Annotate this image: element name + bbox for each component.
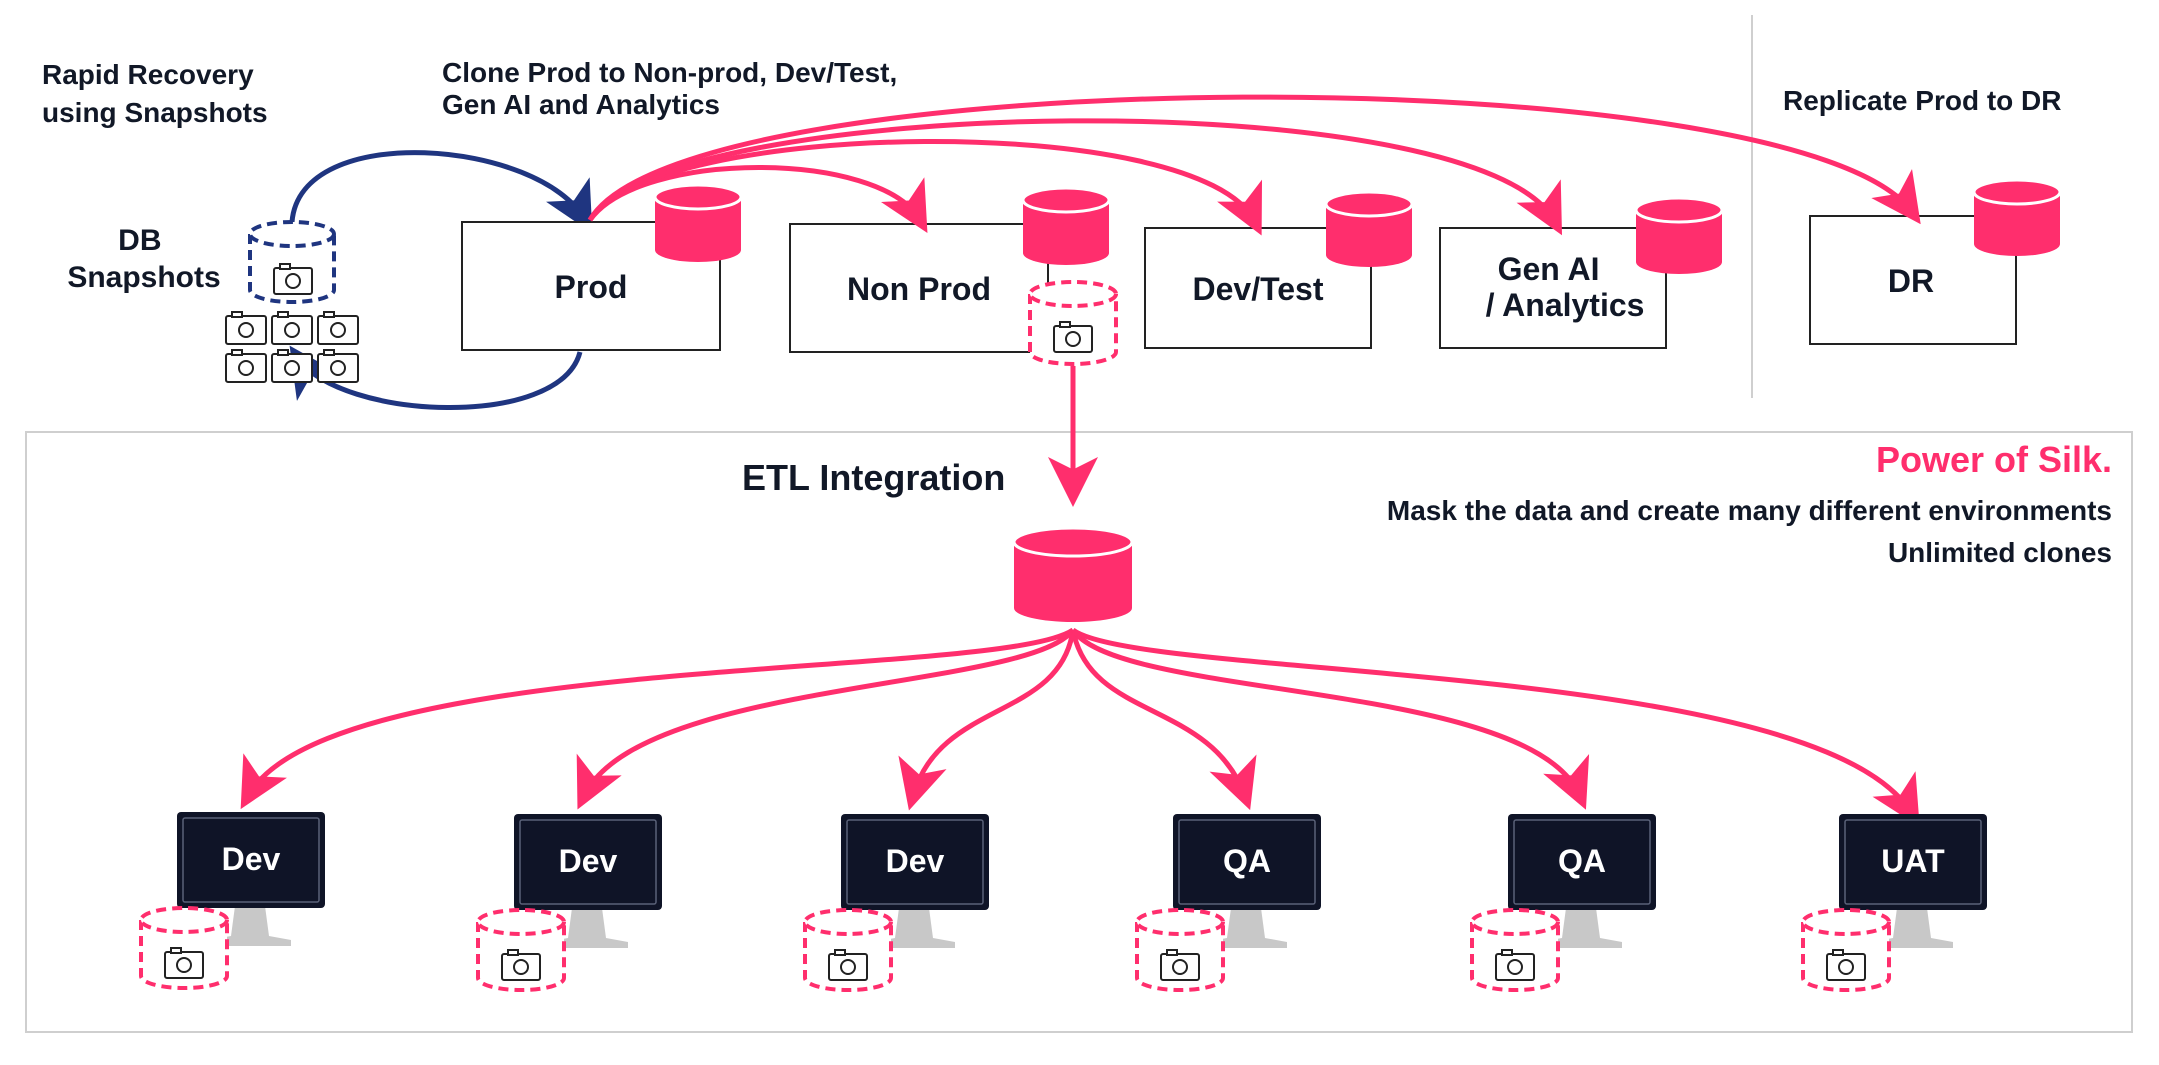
camera-icon: [1053, 321, 1093, 353]
monitor-icon: [1839, 814, 1987, 910]
monitor-label: Dev: [559, 843, 618, 879]
non-prod-snapshot-database-icon: [1028, 280, 1118, 366]
camera-icon: [828, 949, 868, 981]
clone-prod-note: Clone Prod to Non-prod, Dev/Test, Gen AI…: [442, 57, 905, 120]
prod-label: Prod: [555, 269, 628, 305]
monitor-bezel: [1844, 819, 1982, 905]
camera-icon: [1495, 949, 1535, 981]
monitor-icon: [841, 814, 989, 910]
monitor-bezel: [519, 819, 657, 905]
monitor-bezel: [846, 819, 984, 905]
monitor-icon: [177, 812, 325, 908]
snapshot-database-icon: [139, 906, 229, 990]
snapshot-database-icon: [1801, 908, 1891, 992]
dr-database-icon: [1972, 178, 2062, 256]
camera-icon: [501, 949, 541, 981]
snapshot-database-icon: [476, 908, 566, 992]
non-prod-label: Non Prod: [847, 271, 991, 307]
gen-ai-label: Gen AI / Analytics: [1486, 251, 1645, 323]
monitor-icon: [1173, 814, 1321, 910]
monitor-stand: [546, 908, 628, 948]
monitor-label: UAT: [1881, 843, 1945, 879]
camera-icon: [1826, 949, 1866, 981]
unlimited-clones-note: Unlimited clones: [1888, 537, 2112, 568]
monitor-4: QA: [1135, 814, 1321, 992]
monitor-stand: [873, 908, 955, 948]
monitor-stand: [1871, 908, 1953, 948]
monitor-1: Dev: [139, 812, 325, 990]
gen-ai-database-icon: [1634, 196, 1724, 274]
monitor-label: Dev: [886, 843, 945, 879]
snapshot-database-icon: [1470, 908, 1560, 992]
etl-database-icon: [1012, 526, 1134, 622]
mask-data-note: Mask the data and create many different …: [1387, 495, 2112, 526]
monitor-6: UAT: [1801, 814, 1987, 992]
etl-title: ETL Integration: [742, 457, 1005, 498]
monitor-2: Dev: [476, 814, 662, 992]
gen-ai-box: [1439, 227, 1667, 349]
dev-test-database-icon: [1324, 190, 1414, 267]
dev-test-label: Dev/Test: [1192, 271, 1323, 307]
monitor-stand: [209, 906, 291, 946]
dr-label: DR: [1888, 263, 1934, 299]
clone-arrows: [587, 94, 1921, 236]
rapid-recovery-note: Rapid Recovery using Snapshots: [42, 59, 268, 128]
etl-panel: [25, 431, 2133, 1033]
monitor-bezel: [1513, 819, 1651, 905]
snapshot-stack-icon: [225, 311, 359, 383]
camera-icon: [1160, 949, 1200, 981]
monitor-bezel: [1178, 819, 1316, 905]
monitor-bezel: [182, 817, 320, 903]
snapshot-database-icon: [803, 908, 893, 992]
monitor-label: Dev: [222, 841, 281, 877]
non-prod-box: [789, 223, 1049, 353]
db-snapshots-label: DB Snapshots: [67, 224, 220, 294]
monitor-stand: [1205, 908, 1287, 948]
prod-database-icon: [653, 183, 743, 262]
monitor-3: Dev: [803, 814, 989, 992]
monitor-icon: [1508, 814, 1656, 910]
camera-icon: [164, 947, 204, 979]
fanout-arrows: [240, 627, 1920, 827]
non-prod-database-icon: [1021, 186, 1111, 265]
db-snapshot-database-icon: [248, 220, 336, 304]
replicate-note: Replicate Prod to DR: [1783, 85, 2061, 116]
monitor-label: QA: [1223, 843, 1271, 879]
snapshot-database-icon: [1135, 908, 1225, 992]
power-of-silk-title: Power of Silk.: [1876, 439, 2112, 480]
monitor-icon: [514, 814, 662, 910]
monitor-label: QA: [1558, 843, 1606, 879]
camera-icon: [273, 263, 313, 295]
environment-monitors: Dev Dev Dev QA QA UAT: [139, 812, 1987, 992]
monitor-5: QA: [1470, 814, 1656, 992]
recovery-arrow-top: [289, 150, 593, 234]
monitor-stand: [1540, 908, 1622, 948]
